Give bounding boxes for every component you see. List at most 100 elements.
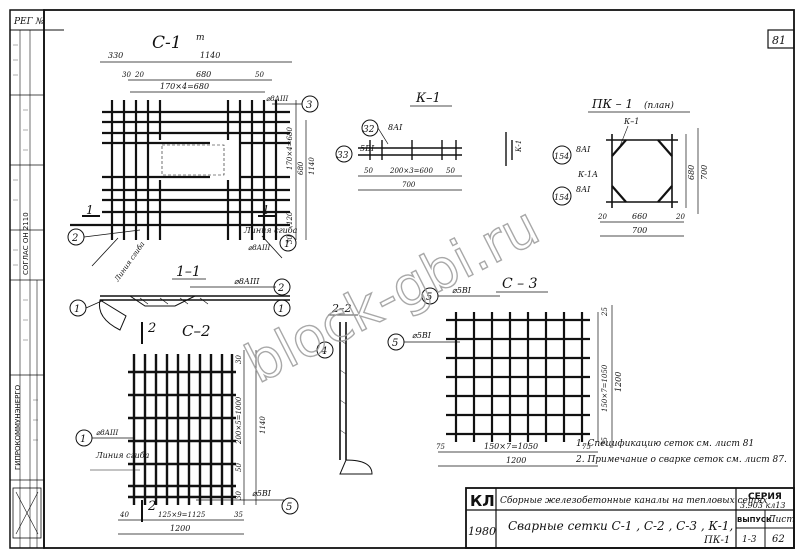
c2-mesh: 2 С–2 1 ⌀8АIII Линия сгиба — [75, 321, 299, 535]
title-block: КЛ 1980 Сборные железобетонные каналы на… — [465, 487, 795, 549]
sheet-number-box — [767, 29, 795, 49]
c2-dim-right-2: 1140 — [259, 416, 267, 434]
c2-callout-1: 1 — [80, 434, 86, 445]
side-text-0: СОГЛАС ОН 2110 — [22, 212, 30, 275]
sheet-number: 81 — [772, 34, 786, 47]
k1-dim-2: 50 — [446, 167, 455, 175]
s11-callout-1-left: 1 — [74, 304, 80, 315]
c3-mesh: С – 3 5 ⌀5ВI 5 ⌀5ВI — [387, 276, 623, 467]
pk1-title: ПК – 1 — [591, 97, 633, 111]
tb-sheet-label: Лист — [767, 515, 795, 525]
c2-dim-1200: 1200 — [170, 524, 190, 533]
reg-stamp: РЕГ № — [13, 17, 44, 27]
pk1-dim-1: 660 — [632, 212, 647, 221]
pk1-label-k1a: К-1А — [577, 170, 598, 179]
c1-dim-30: 30 — [122, 71, 131, 79]
tb-year: 1980 — [468, 525, 496, 538]
c1-dim-330: 330 — [108, 51, 123, 60]
c3-dim-right-2: 1200 — [614, 372, 623, 392]
c1-dim-right-2: 1140 — [308, 157, 316, 175]
k1-callout-32: 32 — [363, 125, 375, 135]
c1-title-sup: т — [196, 33, 205, 43]
c1-dim-50: 50 — [255, 71, 264, 79]
tb-sheet-value: 62 — [772, 534, 785, 545]
c3-dim-right-1: 150×7=1050 — [601, 364, 609, 412]
c1-callout-3: 3 — [306, 100, 312, 111]
c2-dim-40: 40 — [119, 511, 129, 519]
c3-dim-75-b: 75 — [582, 443, 591, 451]
c1-callout-2: 2 — [71, 233, 78, 244]
c2-section-mark-top: 2 — [147, 321, 156, 336]
k1-label-bottom: 5ВI — [360, 144, 375, 153]
c2-callout-5: 5 — [286, 502, 292, 513]
c3-dim-1200: 1200 — [506, 456, 526, 465]
c3-callout-left: 5 — [392, 338, 398, 349]
c2-dim-right-4: 30 — [235, 491, 243, 500]
k1-dim-1: 200×3=600 — [389, 167, 433, 175]
c1-horizontal-bars — [70, 110, 290, 227]
tb-series-value: 3.903 кл13 — [740, 501, 786, 510]
pk1-callout-154-b: 154 — [554, 193, 569, 202]
side-strip — [9, 9, 45, 549]
pk1-callout-154-a: 154 — [554, 152, 569, 161]
c1-dim-20: 20 — [134, 71, 144, 79]
pk1-label-8ai-b: 8АI — [576, 185, 591, 194]
c2-fold-label: Линия сгиба — [95, 451, 150, 460]
c1-dim-1140: 1140 — [200, 51, 220, 60]
note-1: 1. Спецификацию сеток см. лист 81 — [576, 439, 754, 449]
c1-dim-right-4: 30 — [286, 235, 294, 244]
c1-callout-1: 1 — [284, 239, 290, 250]
c2-bar-label-left: ⌀8АIII — [96, 429, 118, 437]
c1-dim-right-1: 680 — [297, 161, 305, 175]
c3-callout-top: 5 — [426, 292, 432, 303]
tb-org: КЛ — [470, 492, 495, 510]
c1-mesh: С-1 т 330 1140 30 20 680 50 170×4=680 — [67, 33, 319, 284]
pk1-frame: ПК – 1 (план) К–1 154 8АI К-1А 154 8АI 2… — [552, 97, 709, 237]
c1-fold-label-left: Линия сгиба — [113, 240, 147, 284]
pk1-dim-5: 700 — [700, 165, 709, 180]
k1-callout-33: 33 — [337, 151, 349, 161]
c1-bar-label-bottom: ⌀8АIII — [248, 244, 270, 252]
pk1-dim-0: 20 — [597, 213, 607, 221]
c3-dim-75-a: 75 — [436, 443, 445, 451]
section-1-1: 1–1 ⌀8АIII 2 1 1 — [69, 264, 291, 331]
s11-callout-1: 1 — [278, 304, 284, 315]
tb-line3: ПК-1 — [703, 535, 730, 546]
s22-callout-4: 4 — [320, 346, 327, 357]
c1-dim-right-3: 120 — [286, 211, 294, 225]
k1-dim-0: 50 — [364, 167, 373, 175]
pk1-dim-4: 680 — [687, 165, 696, 180]
section-2-2: 2–2 4 — [316, 302, 373, 475]
tb-issue-value: 1-3 — [742, 535, 757, 545]
c3-vertical-bars — [454, 312, 584, 442]
pk1-label-8ai-a: 8АI — [576, 145, 591, 154]
c3-dim-right-3: 25 — [601, 437, 609, 447]
k1-frame: К–1 32 8АI 33 5ВI 50 200×3=600 50 700 К-… — [335, 91, 523, 191]
c2-dim-right-0: 30 — [235, 355, 243, 364]
c2-title: С–2 — [182, 322, 211, 340]
c1-title: С-1 — [152, 33, 182, 53]
c1-section-mark: 1 — [86, 203, 94, 217]
s11-title: 1–1 — [176, 264, 201, 280]
c3-dim-150x7: 150×7=1050 — [484, 442, 538, 451]
c1-dim-170x4: 170×4=680 — [160, 82, 209, 91]
c2-section-mark-bottom: 2 — [147, 499, 156, 514]
s11-bar-label: ⌀8АIII — [234, 277, 260, 286]
c3-bar-label-left: ⌀5ВI — [412, 331, 432, 340]
pk1-label-k1: К–1 — [623, 117, 639, 126]
c2-vertical-bars — [132, 354, 234, 505]
s22-title: 2–2 — [331, 302, 352, 315]
side-text-1: ГИПРОКОММУНЭНЕРГО — [14, 384, 22, 470]
c1-dim-right-0: 170×4=680 — [286, 127, 294, 170]
pk1-dim-2: 20 — [675, 213, 685, 221]
s11-callout-2: 2 — [277, 283, 284, 294]
c2-dim-125x9: 125×9=1125 — [158, 511, 206, 519]
tb-issue-label: ВЫПУСК — [737, 516, 772, 524]
c2-dim-right-3: 50 — [235, 463, 243, 472]
pk1-subtitle: (план) — [644, 100, 674, 111]
k1-side-title: К-1 — [515, 140, 523, 153]
c3-bar-label-top: ⌀5ВI — [452, 286, 472, 295]
c2-dim-right-1: 200×5=1000 — [235, 396, 243, 445]
c1-fold-label: Линия сгиба — [243, 226, 298, 235]
c1-bar-label-top: ⌀8АIII — [266, 95, 288, 103]
